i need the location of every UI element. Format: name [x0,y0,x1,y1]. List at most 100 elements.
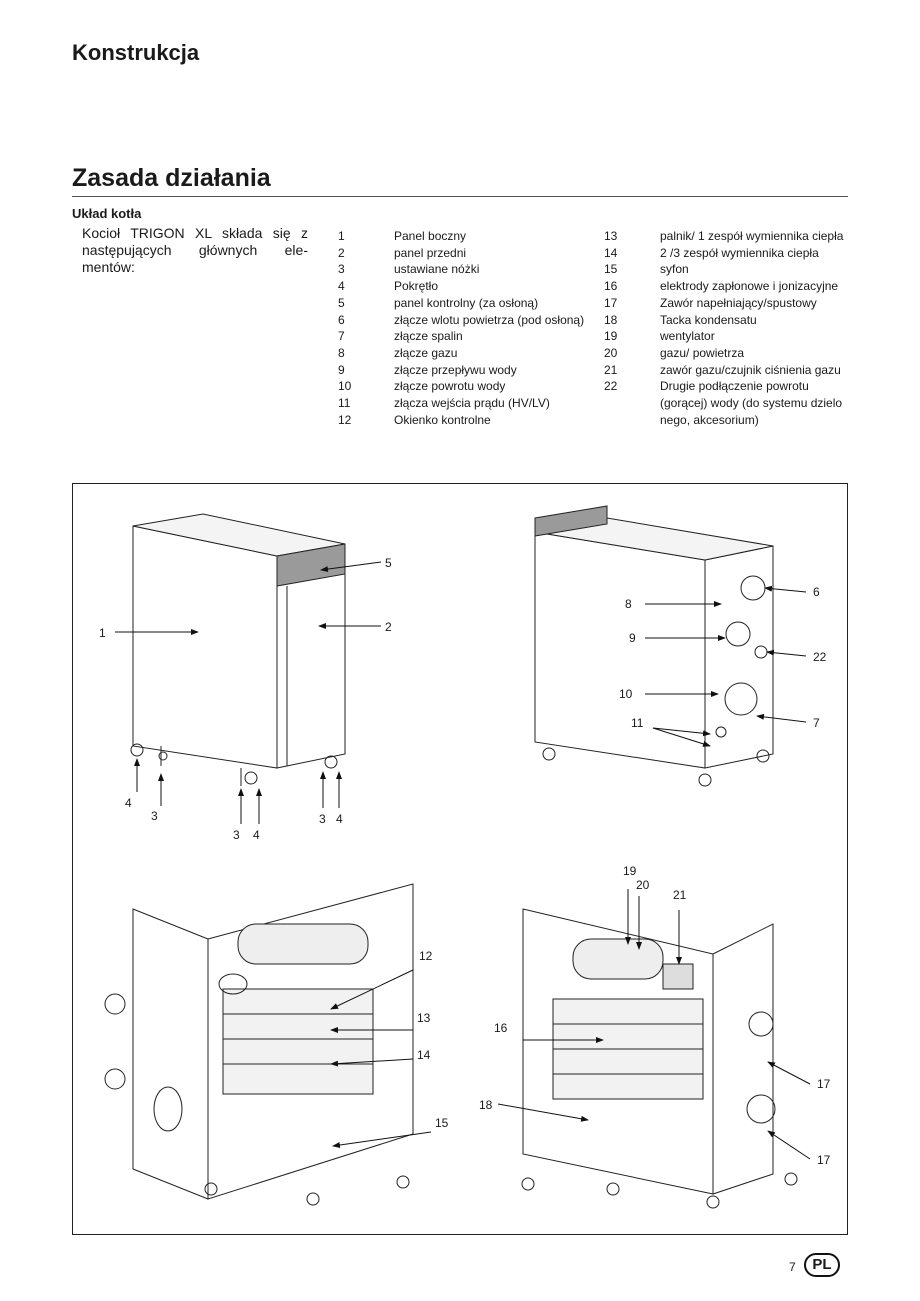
part-description: Pokrętło [394,279,439,294]
boiler-illustrations [104,505,811,1209]
part-number: 12 [338,412,352,427]
part-description: Okienko kontrolne [394,412,491,427]
callout-10: 10 [619,687,633,701]
callout-3: 3 [319,812,326,826]
part-number: 5 [338,295,345,310]
section-subheading: Układ kotła [72,206,142,221]
part-number: 21 [604,362,618,377]
boiler-front-view [130,513,346,786]
callout-11: 11 [631,716,644,730]
heat-exchanger-right-view [521,908,798,1209]
part-description: złącza wejścia prądu (HV/LV) [394,396,550,411]
boiler-figure: 1 2 5 4 3 3 4 3 4 8 9 10 11 6 22 7 12 13… [72,483,848,1235]
part-description: Tacka kondensatu [660,312,757,327]
callout-22: 22 [813,650,827,664]
parts-list-item: 13 palnik/ 1 zespół wymiennika ciepła [604,228,850,245]
part-number: 16 [604,279,618,294]
callout-2: 2 [385,620,392,634]
callout-6: 6 [813,585,820,599]
callout-4: 4 [125,796,132,810]
callout-15: 15 [435,1116,449,1130]
part-number: 22 [604,379,618,394]
part-description: gazu/ powietrza [660,345,745,360]
parts-list-item: 19 wentylator [604,328,850,345]
page-number: 7 [789,1260,796,1274]
part-number: 11 [338,396,351,411]
callout-17: 17 [817,1077,831,1091]
part-description: Drugie podłączenie powrotu (gorącej) wod… [660,379,843,427]
part-description: panel kontrolny (za osłoną) [394,295,539,310]
parts-list-item: 5 panel kontrolny (za osłoną) [338,295,584,312]
parts-list-item: 10 złącze powrotu wody [338,378,584,395]
callout-13: 13 [417,1011,431,1025]
parts-list-item: 21 zawór gazu/czujnik ciśnienia gazu [604,362,850,379]
callout-5: 5 [385,556,392,570]
part-number: 15 [604,262,618,277]
part-number: 17 [604,295,618,310]
heat-exchanger-left-view [104,883,414,1206]
header-title: Konstrukcja [72,40,200,65]
intro-paragraph: Kocioł TRIGON XL składa się z następując… [82,225,308,275]
part-number: 6 [338,312,345,327]
callout-3: 3 [151,809,158,823]
part-description: złącze powrotu wody [394,379,506,394]
callout-8: 8 [625,597,632,611]
part-number: 7 [338,329,345,344]
part-description: złącze spalin [394,329,463,344]
callout-20: 20 [636,878,650,892]
part-number: 9 [338,362,345,377]
part-number: 1 [338,229,345,243]
part-description: zawór gazu/czujnik ciśnienia gazu [660,362,841,377]
part-number: 18 [604,312,618,327]
part-description: złącze wlotu powietrza (pod osłoną) [394,312,585,327]
part-description: syfon [660,262,689,277]
callout-12: 12 [419,949,433,963]
callout-1: 1 [99,626,106,640]
part-description: Zawór napełniający/spustowy [660,295,817,310]
parts-list-item: 7 złącze spalin [338,328,584,345]
callout-18: 18 [479,1098,493,1112]
country-badge: PL [804,1253,840,1277]
callout-16: 16 [494,1021,508,1035]
parts-list-item: 14 2 /3 zespół wymiennika ciepła [604,245,850,262]
part-number: 3 [338,262,345,277]
part-number: 10 [338,379,352,394]
parts-list-item: 12 Okienko kontrolne [338,412,584,429]
parts-list-item: 11 złącza wejścia prądu (HV/LV) [338,395,584,412]
parts-list-item: 6 złącze wlotu powietrza (pod osłoną) [338,312,584,329]
part-number: 19 [604,329,618,344]
part-number: 14 [604,245,618,260]
part-description: Panel boczny [394,229,467,243]
parts-list-item: 18 Tacka kondensatu [604,312,850,329]
parts-list-item: 15 syfon [604,261,850,278]
callout-4: 4 [336,812,343,826]
callout-19: 19 [623,864,637,878]
parts-list-item: 20 gazu/ powietrza [604,345,850,362]
callout-4: 4 [253,828,260,842]
part-description: złącze gazu [394,345,458,360]
callout-7: 7 [813,716,820,730]
parts-list-item: 1 Panel boczny [338,228,584,245]
callout-17: 17 [817,1153,831,1167]
part-number: 2 [338,245,345,260]
part-description: wentylator [660,329,715,344]
part-number: 13 [604,229,618,243]
section-title: Zasada działania [72,164,271,192]
part-description: palnik/ 1 zespół wymiennika ciepła [660,229,844,243]
callout-leaders [115,561,811,1160]
callout-9: 9 [629,631,636,645]
section-divider [72,196,848,197]
parts-list-item: 17 Zawór napełniający/spustowy [604,295,850,312]
part-description: złącze przepływu wody [394,362,517,377]
parts-list-item: 9 złącze przepływu wody [338,362,584,379]
part-description: 2 /3 zespół wymiennika ciepła [660,245,819,260]
part-number: 20 [604,345,618,360]
boiler-rear-view [534,505,774,787]
part-description: ustawiane nóżki [394,262,480,277]
callout-14: 14 [417,1048,431,1062]
